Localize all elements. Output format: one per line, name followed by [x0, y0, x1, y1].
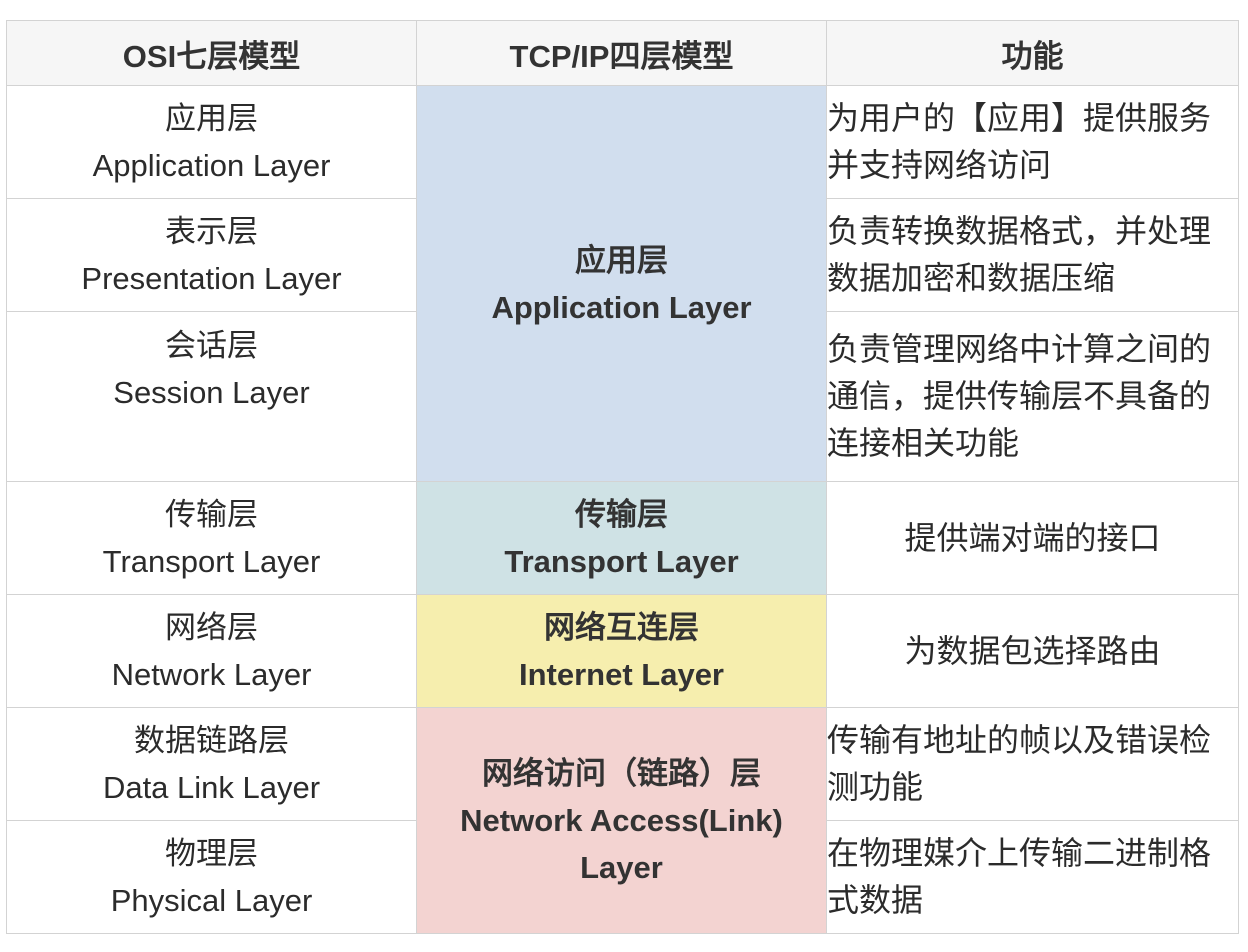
osi-layer-presentation: 表示层 Presentation Layer [6, 198, 417, 312]
table-row-network: 网络层 Network Layer 网络互连层 Internet Layer 为… [6, 594, 1239, 708]
header-osi: OSI七层模型 [6, 20, 417, 86]
function-text: 为用户的【应用】提供服务并支持网络访问 [827, 100, 1212, 183]
function-presentation: 负责转换数据格式，并处理数据加密和数据压缩 [826, 198, 1239, 312]
function-text: 为数据包选择路由 [904, 632, 1161, 669]
table-row-transport: 传输层 Transport Layer 传输层 Transport Layer … [6, 481, 1239, 595]
function-data-link: 传输有地址的帧以及错误检测功能 [826, 707, 1239, 821]
osi-layer-network: 网络层 Network Layer [6, 594, 417, 708]
osi-layer-physical: 物理层 Physical Layer [6, 820, 417, 934]
function-text: 传输有地址的帧以及错误检测功能 [827, 722, 1212, 805]
osi-layer-en: Transport Layer [102, 544, 321, 579]
osi-layer-en: Session Layer [113, 375, 310, 410]
osi-layer-zh: 数据链路层 [134, 723, 289, 758]
function-text: 提供端对端的接口 [904, 519, 1161, 556]
osi-layer-zh: 表示层 [165, 214, 258, 249]
tcpip-layer-transport: 传输层 Transport Layer [416, 481, 827, 595]
function-session: 负责管理网络中计算之间的通信，提供传输层不具备的连接相关功能 [826, 311, 1239, 482]
osi-layer-zh: 物理层 [165, 836, 258, 871]
tcpip-layer-en: Internet Layer [518, 657, 724, 692]
tcpip-layer-network-access: 网络访问（链路）层 Network Access(Link) Layer [416, 707, 827, 934]
osi-layer-en: Presentation Layer [81, 261, 342, 296]
header-tcpip: TCP/IP四层模型 [416, 20, 827, 86]
header-row: OSI七层模型 TCP/IP四层模型 功能 [6, 20, 1239, 86]
osi-layer-en: Network Layer [111, 657, 312, 692]
header-function: 功能 [826, 20, 1239, 86]
tcpip-layer-en-line2: Layer [580, 850, 663, 885]
tcpip-layer-zh: 网络访问（链路）层 [482, 756, 761, 791]
osi-layer-transport: 传输层 Transport Layer [6, 481, 417, 595]
osi-layer-session: 会话层 Session Layer [6, 311, 417, 482]
tcpip-layer-internet: 网络互连层 Internet Layer [416, 594, 827, 708]
function-transport: 提供端对端的接口 [826, 481, 1239, 595]
table-row-physical: 物理层 Physical Layer 在物理媒介上传输二进制格式数据 [6, 820, 1239, 934]
osi-layer-zh: 传输层 [165, 497, 258, 532]
table-row-session: 会话层 Session Layer 负责管理网络中计算之间的通信，提供传输层不具… [6, 311, 1239, 482]
osi-layer-zh: 会话层 [165, 328, 258, 363]
osi-layer-zh: 应用层 [165, 101, 258, 136]
function-text: 负责转换数据格式，并处理数据加密和数据压缩 [827, 213, 1212, 296]
tcpip-layer-en: Application Layer [491, 289, 752, 325]
tcpip-layer-application: 应用层 Application Layer [416, 85, 827, 482]
osi-layer-en: Application Layer [92, 148, 331, 183]
tcpip-layer-en-line1: Network Access(Link) [460, 803, 783, 838]
tcpip-layer-zh: 传输层 [575, 497, 668, 532]
function-physical: 在物理媒介上传输二进制格式数据 [826, 820, 1239, 934]
osi-tcpip-comparison-table: OSI七层模型 TCP/IP四层模型 功能 应用层 Application La… [6, 20, 1239, 934]
tcpip-layer-zh: 网络互连层 [544, 610, 699, 645]
table-row-application: 应用层 Application Layer 应用层 Application La… [6, 85, 1239, 482]
tcpip-layer-en: Transport Layer [504, 544, 739, 579]
osi-layer-en: Data Link Layer [102, 770, 321, 805]
function-text: 在物理媒介上传输二进制格式数据 [827, 835, 1212, 918]
osi-layer-zh: 网络层 [165, 610, 258, 645]
tcpip-layer-zh: 应用层 [575, 242, 668, 278]
function-application: 为用户的【应用】提供服务并支持网络访问 [826, 85, 1239, 199]
osi-layer-data-link: 数据链路层 Data Link Layer [6, 707, 417, 821]
osi-layer-application: 应用层 Application Layer [6, 85, 417, 199]
osi-layer-en: Physical Layer [110, 883, 313, 918]
table-row-data-link: 数据链路层 Data Link Layer 网络访问（链路）层 Network … [6, 707, 1239, 934]
function-network: 为数据包选择路由 [826, 594, 1239, 708]
function-text: 负责管理网络中计算之间的通信，提供传输层不具备的连接相关功能 [827, 331, 1212, 461]
